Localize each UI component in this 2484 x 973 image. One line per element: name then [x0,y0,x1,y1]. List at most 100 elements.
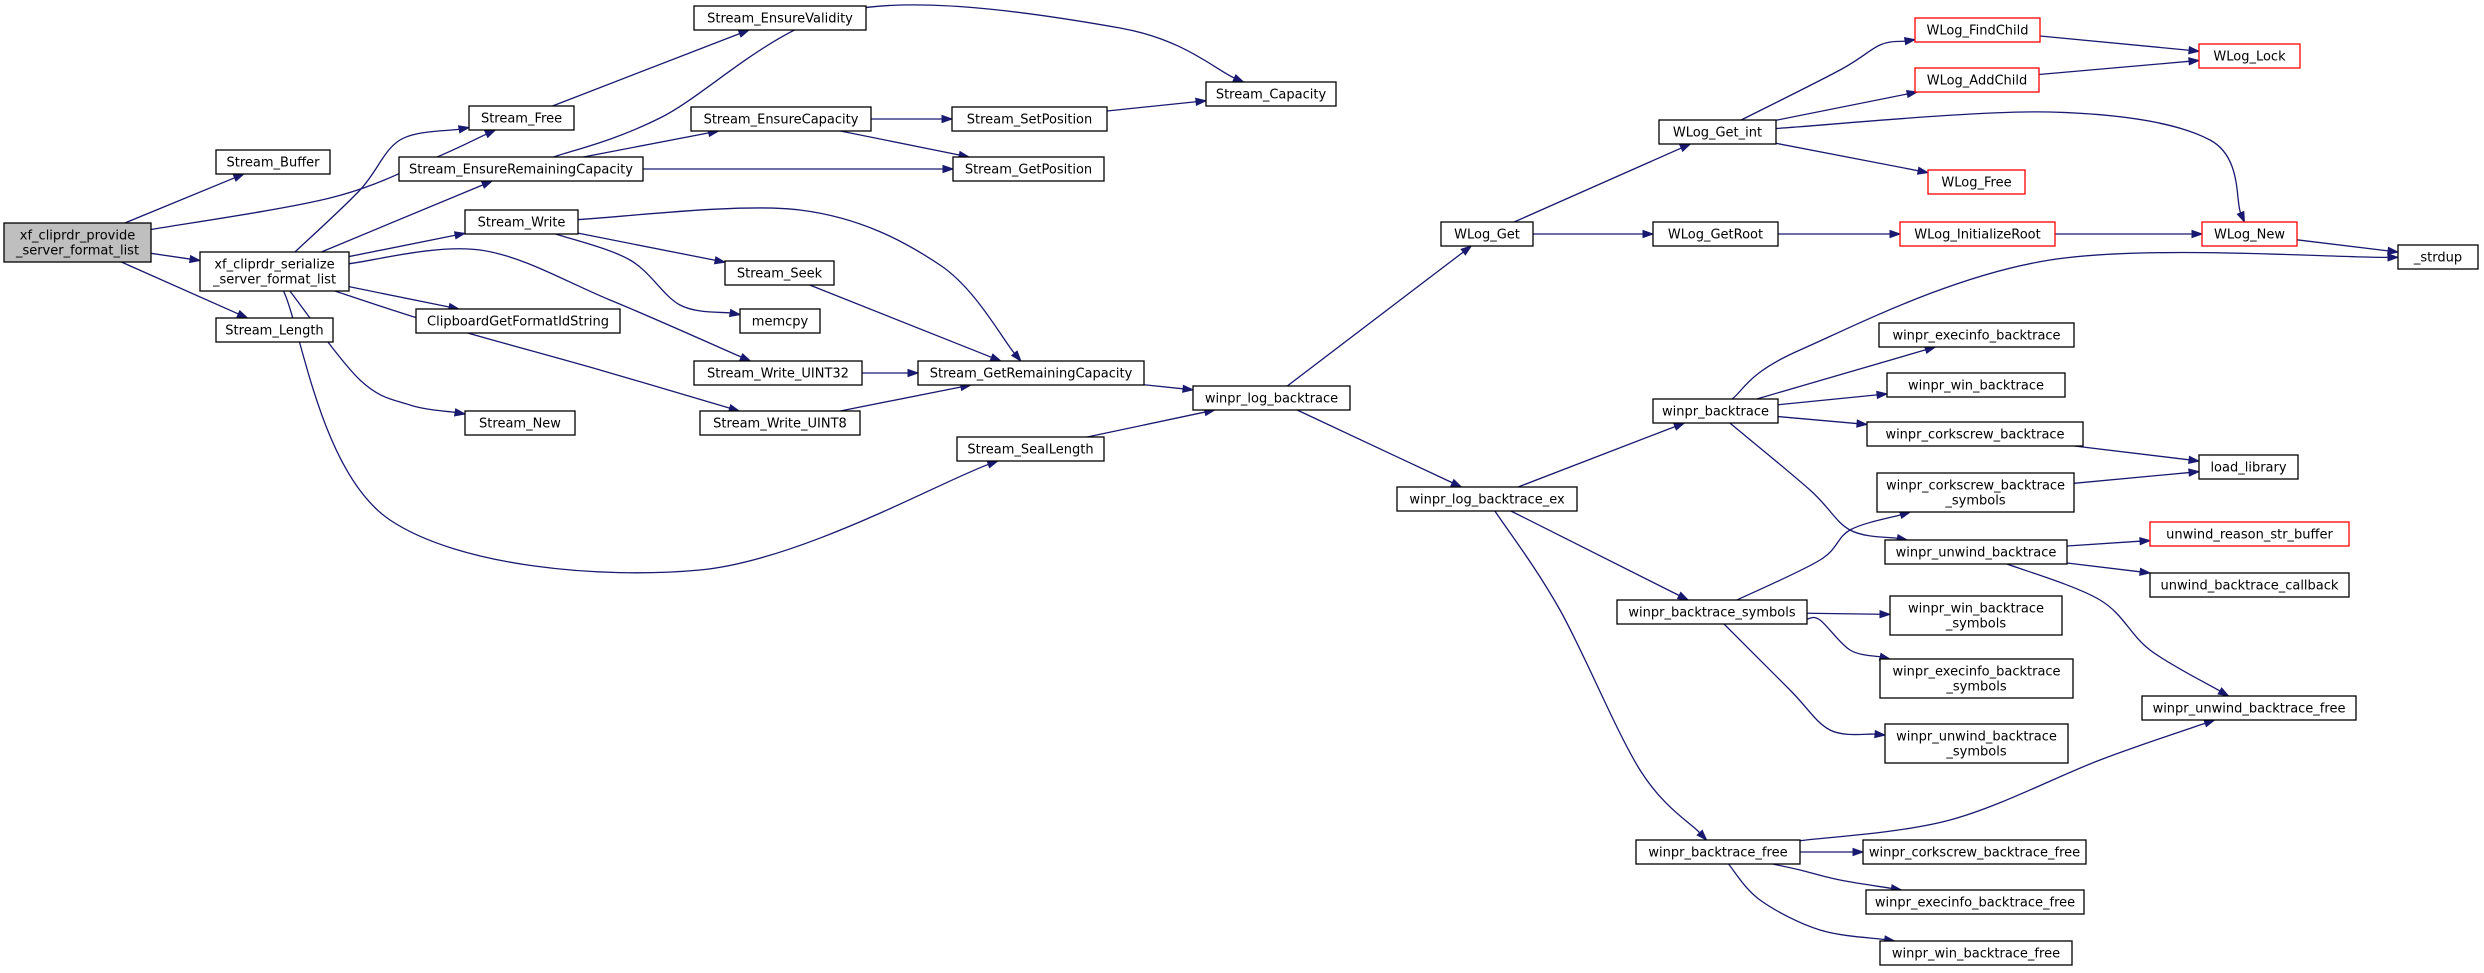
node-strdup[interactable]: _strdup [2397,244,2479,270]
edge-serialize-to-seal_length [282,290,1000,574]
node-box [2198,454,2299,480]
node-execinfo-bt[interactable]: winpr_execinfo_backtrace [1878,322,2075,348]
node-get-remaining[interactable]: Stream_GetRemainingCapacity [917,360,1145,386]
node-wlog-initroot[interactable]: WLog_InitializeRoot [1899,221,2056,247]
node-bt-free[interactable]: winpr_backtrace_free [1635,839,1801,865]
node-seal-length[interactable]: Stream_SealLength [956,436,1105,462]
edge-line [1286,251,1464,387]
edge-line [1775,93,1908,121]
node-clipboard-fmt[interactable]: ClipboardGetFormatIdString [415,308,621,334]
node-ensure-validity[interactable]: Stream_EnsureValidity [693,5,867,31]
edge-ensure_remaining-to-ensure_capacity [583,128,721,158]
node-box [468,105,575,131]
arrowhead-icon [1460,245,1473,256]
arrowhead-icon [1642,229,1655,239]
node-wlog-getroot[interactable]: WLog_GetRoot [1652,221,1779,247]
edge-line [552,33,740,107]
arrowhead-icon [1010,350,1022,363]
node-box [1884,723,2069,764]
node-wlog-findchild[interactable]: WLog_FindChild [1914,17,2041,43]
node-execinfo-free[interactable]: winpr_execinfo_backtrace_free [1865,889,2085,915]
node-box [1914,67,2040,93]
node-log-backtrace[interactable]: winpr_log_backtrace [1192,385,1351,411]
node-label: Stream_Capacity [1216,88,1327,103]
node-wlog-get-int[interactable]: WLog_Get_int [1658,119,1777,145]
node-box [199,251,350,292]
arrowhead-icon [188,254,202,264]
edge-log_backtrace-to-wlog_get [1286,245,1473,387]
node-winpr-backtrace[interactable]: winpr_backtrace [1652,398,1779,424]
node-label: Stream_Write [478,216,566,231]
node-unwind-sym[interactable]: winpr_unwind_backtrace_symbols [1884,723,2069,764]
node-wlog-free[interactable]: WLog_Free [1927,169,2026,195]
node-box [1396,486,1578,512]
node-label: winpr_execinfo_backtrace [1892,329,2060,344]
edge-line [2073,471,2190,484]
edge-ensure_capacity-to-set_position [871,114,954,124]
node-label: winpr_win_backtrace_free [1892,947,2060,962]
node-corkscrew-bt[interactable]: winpr_corkscrew_backtrace [1866,421,2084,447]
node-wlog-new[interactable]: WLog_New [2201,221,2298,247]
node-win-free[interactable]: winpr_win_backtrace_free [1879,940,2073,966]
node-box [1862,839,2087,865]
node-stream-write[interactable]: Stream_Write [464,209,579,235]
node-memcpy[interactable]: memcpy [739,308,821,334]
edge-write_u32-to-get_remaining [862,368,920,378]
node-win-bt[interactable]: winpr_win_backtrace [1886,372,2066,398]
edge-line [348,248,742,358]
node-stream-length[interactable]: Stream_Length [215,317,334,343]
node-ensure-capacity[interactable]: Stream_EnsureCapacity [690,106,872,132]
node-label: winpr_corkscrew_backtrace [1886,479,2065,494]
arrowhead-icon [1876,390,1889,400]
node-ensure-remaining[interactable]: Stream_EnsureRemainingCapacity [398,156,644,182]
arrowhead-icon [2203,719,2217,728]
arrowhead-icon [2236,210,2246,224]
node-box [1927,169,2026,195]
node-label: winpr_log_backtrace_ex [1409,493,1565,508]
node-execinfo-sym[interactable]: winpr_execinfo_backtrace_symbols [1879,658,2074,699]
node-label: Stream_EnsureRemainingCapacity [409,163,633,178]
node-set-position[interactable]: Stream_SetPosition [951,106,1108,132]
node-wlog-lock[interactable]: WLog_Lock [2198,43,2301,69]
arrowhead-icon [2188,455,2201,464]
node-win-sym[interactable]: winpr_win_backtrace_symbols [1889,595,2063,636]
node-root[interactable]: xf_cliprdr_provide_server_format_list [3,222,152,263]
edge-line [150,133,487,231]
edge-stream_write-to-memcpy [555,233,742,318]
edge-serialize-to-clipboard_fmt [348,286,461,312]
node-stream-buffer[interactable]: Stream_Buffer [215,149,331,175]
edge-log_backtrace-to-log_backtrace_ex [1296,409,1463,488]
arrowhead-icon [713,256,727,265]
node-stream-new[interactable]: Stream_New [464,410,576,436]
node-box [215,149,331,175]
node-unwind-bt[interactable]: winpr_unwind_backtrace [1884,539,2068,565]
node-stream-free[interactable]: Stream_Free [468,105,575,131]
node-get-position[interactable]: Stream_GetPosition [952,156,1105,182]
node-wlog-get[interactable]: WLog_Get [1440,221,1534,247]
node-load-library[interactable]: load_library [2198,454,2299,480]
node-bt-symbols[interactable]: winpr_backtrace_symbols [1616,599,1808,625]
node-write-u8[interactable]: Stream_Write_UINT8 [699,410,861,436]
node-unwind-free[interactable]: winpr_unwind_backtrace_free [2141,695,2357,721]
node-write-u32[interactable]: Stream_Write_UINT32 [693,360,863,386]
edge-stream_seek-to-get_remaining [809,284,1003,362]
node-wlog-addchild[interactable]: WLog_AddChild [1914,67,2040,93]
node-label: WLog_GetRoot [1668,228,1763,243]
node-label: winpr_backtrace_free [1648,846,1787,861]
arrowhead-icon [941,114,954,124]
node-stream-seek[interactable]: Stream_Seek [724,260,835,286]
node-log-backtrace-ex[interactable]: winpr_log_backtrace_ex [1396,486,1578,512]
node-capacity[interactable]: Stream_Capacity [1205,81,1337,107]
edge-unwind_bt-to-unwind_reason [2066,537,2152,547]
node-serialize[interactable]: xf_cliprdr_serialize_server_format_list [199,251,350,292]
node-corkscrew-sym[interactable]: winpr_corkscrew_backtrace_symbols [1876,472,2075,513]
node-box [2149,521,2350,547]
edge-line [150,252,191,260]
node-unwind-reason[interactable]: unwind_reason_str_buffer [2149,521,2350,547]
node-label: memcpy [752,315,809,330]
node-corkscrew-free[interactable]: winpr_corkscrew_backtrace_free [1862,839,2087,865]
node-box [952,156,1105,182]
node-box [1879,658,2074,699]
node-unwind-callback[interactable]: unwind_backtrace_callback [2149,572,2350,598]
arrowhead-icon [2188,468,2201,477]
